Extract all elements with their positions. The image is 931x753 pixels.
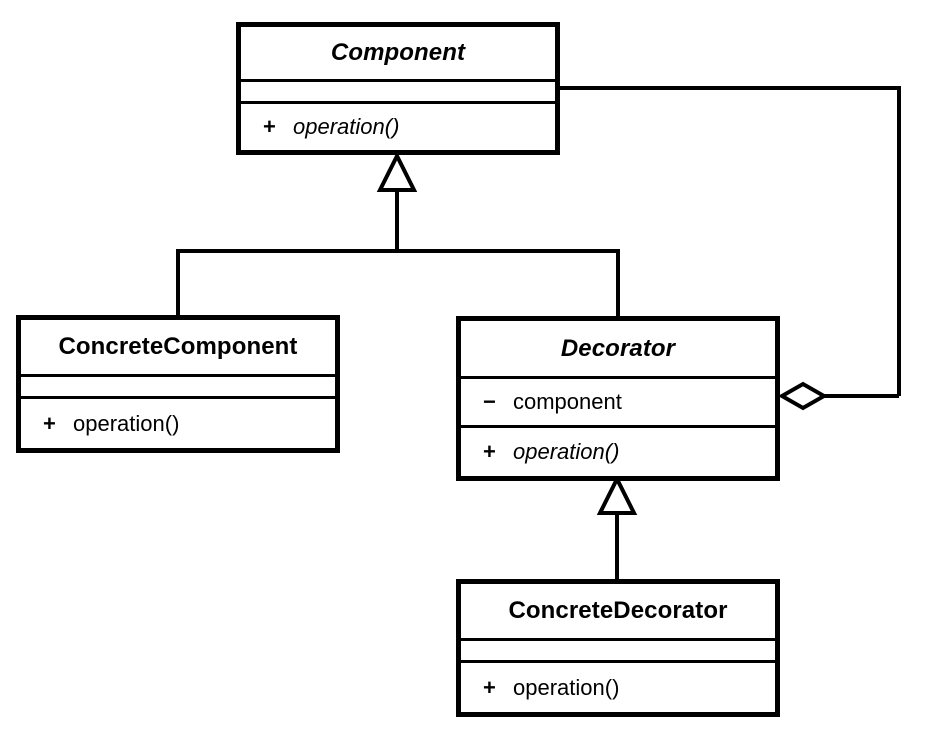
generalization-edge-component-children xyxy=(176,151,620,319)
hollow-triangle-icon xyxy=(376,151,418,192)
operation-name: operation() xyxy=(73,410,180,436)
visibility-marker: + xyxy=(263,114,276,139)
operation-name: operation() xyxy=(293,114,400,139)
visibility-marker: − xyxy=(483,389,496,414)
operation-row[interactable]: + operation() xyxy=(21,411,335,437)
class-box-concrete-component[interactable]: ConcreteComponent + operation() xyxy=(16,315,340,453)
concrete-component-title-compartment: ConcreteComponent xyxy=(21,320,335,377)
component-attributes-compartment xyxy=(241,82,555,104)
class-name-concrete-component: ConcreteComponent xyxy=(58,333,298,360)
concrete-component-attributes-compartment xyxy=(21,377,335,399)
class-box-concrete-decorator[interactable]: ConcreteDecorator + operation() xyxy=(456,579,780,717)
class-name-component: Component xyxy=(330,39,466,66)
hollow-diamond-icon xyxy=(777,381,829,411)
visibility-marker: + xyxy=(483,674,496,700)
operation-row[interactable]: + operation() xyxy=(241,114,555,140)
operation-name: operation() xyxy=(513,674,620,700)
generalization-edge-decorator-concretedecorator xyxy=(596,474,638,582)
component-attributes-empty xyxy=(241,82,555,101)
decorator-title-compartment: Decorator xyxy=(461,321,775,379)
operation-row[interactable]: + operation() xyxy=(461,675,775,701)
concrete-decorator-attributes-empty xyxy=(461,641,775,660)
class-name-concrete-decorator: ConcreteDecorator xyxy=(508,597,728,624)
concrete-component-attributes-empty xyxy=(21,377,335,396)
concrete-decorator-title-compartment: ConcreteDecorator xyxy=(461,584,775,641)
operation-name: operation() xyxy=(513,439,620,464)
attribute-row[interactable]: − component xyxy=(461,389,775,415)
operation-row[interactable]: + operation() xyxy=(461,439,775,465)
concrete-decorator-attributes-compartment xyxy=(461,641,775,663)
hollow-triangle-icon xyxy=(596,474,638,515)
component-operations-compartment: + operation() xyxy=(241,104,555,150)
decorator-attributes-compartment: − component xyxy=(461,379,775,428)
class-box-decorator[interactable]: Decorator − component + operation() xyxy=(456,316,780,481)
visibility-marker: + xyxy=(43,410,56,436)
visibility-marker: + xyxy=(483,439,496,464)
decorator-operations-compartment: + operation() xyxy=(461,428,775,476)
attribute-name: component xyxy=(513,389,622,414)
class-name-decorator: Decorator xyxy=(560,334,676,362)
concrete-decorator-operations-compartment: + operation() xyxy=(461,663,775,712)
class-box-component[interactable]: Component + operation() xyxy=(236,22,560,155)
component-title-compartment: Component xyxy=(241,27,555,82)
concrete-component-operations-compartment: + operation() xyxy=(21,399,335,448)
